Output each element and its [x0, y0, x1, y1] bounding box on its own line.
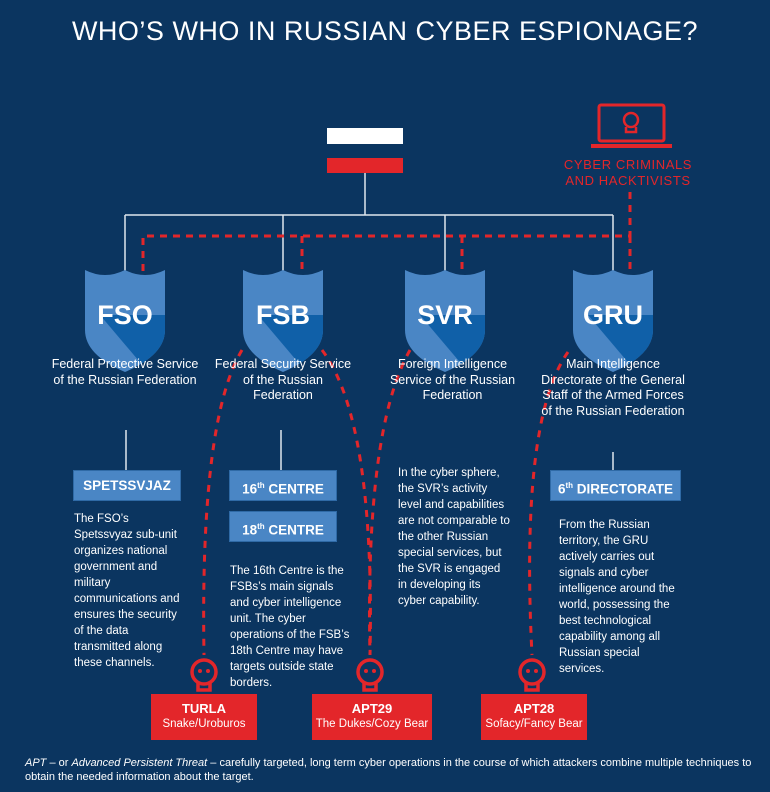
group-apt29: APT29 The Dukes/Cozy Bear: [312, 694, 432, 740]
gru-description: From the Russian territory, the GRU acti…: [559, 519, 675, 675]
apt-links: [202, 349, 570, 656]
group-name: APT29: [351, 701, 393, 716]
skull-icon: [356, 658, 384, 692]
group-apt28: APT28 Sofacy/Fancy Bear: [481, 694, 587, 740]
laptop-skull-icon: [591, 103, 672, 148]
unit-number: 16: [242, 481, 258, 497]
unit-label: DIRECTORATE: [576, 481, 674, 497]
unit-label: CENTRE: [268, 481, 324, 497]
skull-icon: [518, 658, 546, 692]
svr-full-name: Foreign Intelligence Service of the Russ…: [389, 357, 516, 402]
16th-centre-unit: 16th CENTRE: [229, 470, 337, 501]
unit-suffix: th: [257, 481, 265, 490]
group-turla: TURLA Snake/Uroburos: [151, 694, 257, 740]
page-title: WHO’S WHO IN RUSSIAN CYBER ESPIONAGE?: [71, 16, 699, 46]
spetssvjaz-unit: SPETSSVJAZ: [73, 470, 181, 501]
18th-centre-unit: 18th CENTRE: [229, 511, 337, 542]
cyber-criminals-line2: AND HACKTIVISTS: [565, 173, 691, 188]
russian-flag-icon: [327, 128, 403, 173]
fsb-label: FSB: [256, 300, 310, 330]
hierarchy-lines: [124, 173, 614, 470]
footnote: APT – or Advanced Persistent Threat – ca…: [25, 756, 755, 784]
gru-label: GRU: [583, 300, 643, 330]
unit-number: 18: [242, 522, 258, 538]
group-alias: Snake/Uroburos: [162, 718, 246, 730]
group-alias: The Dukes/Cozy Bear: [315, 718, 429, 730]
group-name: APT28: [513, 701, 555, 716]
6th-directorate-unit: 6th DIRECTORATE: [550, 470, 681, 501]
footnote-term: APT: [25, 757, 47, 769]
fsb-description: The 16th Centre is the FSBs’s main signa…: [230, 565, 350, 689]
fso-label: FSO: [97, 300, 153, 330]
cyber-criminals-label: CYBER CRIMINALS AND HACKTIVISTS: [548, 157, 708, 189]
footnote-full-term: Advanced Persistent Threat: [71, 757, 208, 769]
unit-suffix: th: [257, 522, 265, 531]
gru-shield-icon: [573, 270, 653, 372]
unit-number: 6: [557, 481, 566, 497]
cyber-criminals-line1: CYBER CRIMINALS: [563, 157, 693, 172]
footnote-sep: – or: [46, 757, 72, 769]
group-name: TURLA: [181, 701, 227, 716]
fsb-full-name: Federal Security Service of the Russian …: [214, 357, 352, 402]
fso-description: The FSO’s Spetssvyaz sub-unit organizes …: [74, 513, 180, 669]
unit-suffix: th: [565, 481, 574, 490]
group-alias: Sofacy/Fancy Bear: [485, 718, 583, 730]
svr-description: In the cyber sphere, the SVR’s activity …: [398, 467, 510, 607]
fso-full-name: Federal Protective Service of the Russia…: [51, 357, 199, 387]
cyber-criminal-links: [141, 192, 632, 272]
skull-icon: [190, 658, 218, 692]
gru-full-name: Main Intelligence Directorate of the Gen…: [541, 357, 685, 418]
unit-label: CENTRE: [268, 522, 324, 538]
footnote-definition: – carefully targeted, long term cyber op…: [25, 757, 752, 783]
svr-label: SVR: [417, 300, 473, 330]
